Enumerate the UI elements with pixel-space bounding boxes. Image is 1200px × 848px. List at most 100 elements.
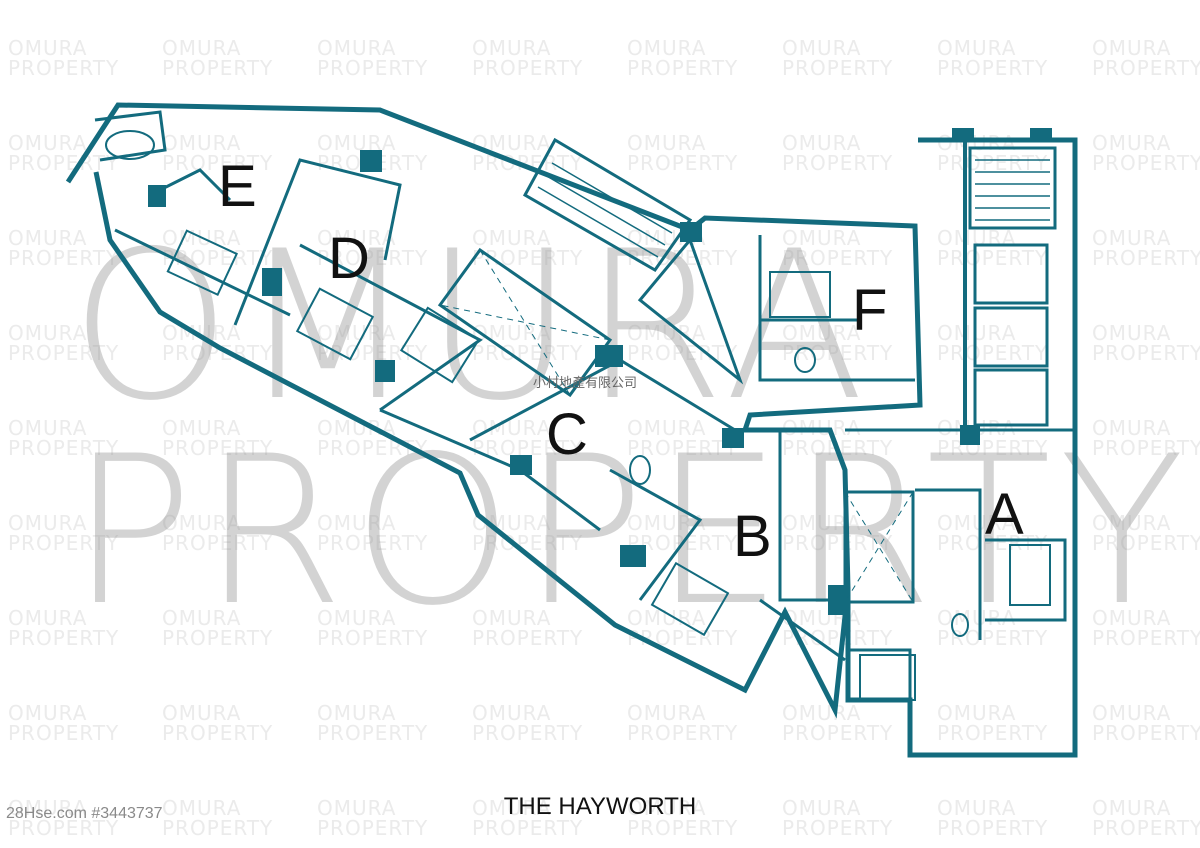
watermark-tile-line1: OMURA	[317, 606, 397, 630]
watermark-tile-line1: OMURA	[8, 36, 88, 60]
watermark-tile-line1: OMURA	[162, 36, 242, 60]
watermark-tile-line2: PROPERTY	[782, 531, 894, 555]
watermark-tile-line1: OMURA	[937, 511, 1017, 535]
watermark-tile-line2: PROPERTY	[317, 56, 429, 80]
unit-label-e: E	[218, 154, 257, 219]
unit-label-f: F	[852, 278, 888, 343]
watermark-tile-line1: OMURA	[162, 131, 242, 155]
watermark-tile-line2: PROPERTY	[937, 531, 1049, 555]
watermark-tile-line2: PROPERTY	[317, 246, 429, 270]
watermark-tile-line1: OMURA	[317, 226, 397, 250]
watermark-tile-line2: PROPERTY	[782, 626, 894, 650]
watermark-tile-line1: OMURA	[317, 321, 397, 345]
watermark-tile-line1: OMURA	[8, 796, 88, 820]
watermark-tile-line1: OMURA	[782, 131, 862, 155]
watermark-tile-line2: PROPERTY	[8, 816, 120, 840]
watermark-tile-line2: PROPERTY	[782, 341, 894, 365]
watermark-tile-line2: PROPERTY	[627, 721, 739, 745]
watermark-tile-line1: OMURA	[472, 701, 552, 725]
watermark-tile-line2: PROPERTY	[472, 816, 584, 840]
watermark-tile-line1: OMURA	[937, 606, 1017, 630]
watermark-tile-line2: PROPERTY	[162, 56, 274, 80]
watermark-tile-line2: PROPERTY	[1092, 246, 1200, 270]
lift-1	[973, 243, 1049, 305]
watermark-tile-line1: OMURA	[472, 226, 552, 250]
watermark-tile-line2: PROPERTY	[627, 816, 739, 840]
watermark-tile-line2: PROPERTY	[782, 151, 894, 175]
watermark-tile-line1: OMURA	[937, 36, 1017, 60]
watermark-tile-line2: PROPERTY	[162, 246, 274, 270]
watermark-tile-line2: PROPERTY	[1092, 626, 1200, 650]
watermark-tile-line2: PROPERTY	[317, 721, 429, 745]
watermark-tile-line1: OMURA	[1092, 606, 1172, 630]
watermark-tile-line2: PROPERTY	[8, 721, 120, 745]
watermark-tile-line1: OMURA	[317, 131, 397, 155]
watermark-tile-line2: PROPERTY	[472, 56, 584, 80]
watermark-tile-line1: OMURA	[937, 796, 1017, 820]
watermark-tile-line1: OMURA	[782, 226, 862, 250]
watermark-tile-line2: PROPERTY	[627, 151, 739, 175]
watermark-tile-line1: OMURA	[782, 701, 862, 725]
watermark-tile-line2: PROPERTY	[782, 721, 894, 745]
watermark-tile-line1: OMURA	[162, 511, 242, 535]
watermark-tile-line2: PROPERTY	[937, 56, 1049, 80]
watermark-tile-line2: PROPERTY	[472, 436, 584, 460]
watermark-tile-line1: OMURA	[937, 701, 1017, 725]
watermark-tile-line2: PROPERTY	[8, 56, 120, 80]
watermark-tile-line1: OMURA	[782, 511, 862, 535]
watermark-tile-line2: PROPERTY	[472, 531, 584, 555]
shaft-a	[843, 490, 915, 604]
watermark-tile-line1: OMURA	[1092, 131, 1172, 155]
watermark-tile-line1: OMURA	[1092, 321, 1172, 345]
watermark-tile-line2: PROPERTY	[162, 531, 274, 555]
watermark-tile-line1: OMURA	[162, 416, 242, 440]
stair-right	[968, 146, 1057, 230]
watermark-tile-line2: PROPERTY	[627, 56, 739, 80]
watermark-tile-line2: PROPERTY	[1092, 721, 1200, 745]
building-title: THE HAYWORTH	[503, 793, 697, 820]
watermark-tile-line1: OMURA	[1092, 416, 1172, 440]
watermark-tile-line1: OMURA	[162, 606, 242, 630]
watermark-tile-line1: OMURA	[782, 36, 862, 60]
watermark-tile-line2: PROPERTY	[937, 816, 1049, 840]
watermark-tile-line2: PROPERTY	[162, 341, 274, 365]
watermark-tile-line2: PROPERTY	[8, 626, 120, 650]
watermark-tile-line2: PROPERTY	[782, 816, 894, 840]
watermark-tile-line1: OMURA	[472, 416, 552, 440]
watermark-tile-line1: OMURA	[627, 131, 707, 155]
watermark-tile-line2: PROPERTY	[937, 721, 1049, 745]
watermark-tile-line1: OMURA	[1092, 796, 1172, 820]
unit-label-b: B	[733, 504, 772, 569]
watermark-tile-line2: PROPERTY	[162, 816, 274, 840]
watermark-tile-line1: OMURA	[782, 321, 862, 345]
watermark-tile-line1: OMURA	[8, 416, 88, 440]
watermark-tile-line2: PROPERTY	[782, 246, 894, 270]
